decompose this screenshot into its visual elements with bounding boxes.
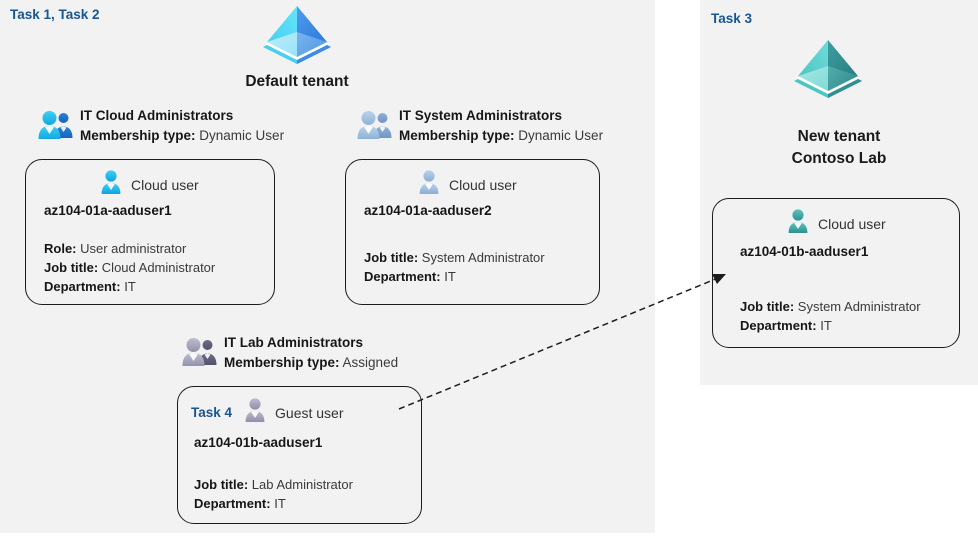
property-department: Department: IT xyxy=(44,277,215,296)
user-properties: Job title: System Administrator Departme… xyxy=(364,248,545,286)
property-value: System Administrator xyxy=(421,250,545,265)
property-label: Job title: xyxy=(740,299,795,314)
property-value: Lab Administrator xyxy=(251,477,353,492)
group-membership-type: Membership type: Dynamic User xyxy=(80,126,284,146)
property-job-title: Job title: System Administrator xyxy=(740,297,921,316)
property-value: IT xyxy=(124,279,136,295)
group-membership-type: Membership type: Assigned xyxy=(224,353,398,373)
property-job-title: Job title: System Administrator xyxy=(364,248,545,267)
property-label: Job title: xyxy=(44,260,99,276)
property-department: Department: IT xyxy=(364,267,545,286)
user-properties: Job title: Lab Administrator Department:… xyxy=(194,475,353,513)
user-card-az104-01b-aaduser1-guest[interactable]: Task 4 Guest user az104-01b-aaduser1 Job… xyxy=(177,386,422,524)
group-membership-value: Assigned xyxy=(342,355,399,371)
property-label: Department: xyxy=(740,318,817,334)
property-department: Department: IT xyxy=(194,494,353,513)
property-value: User administrator xyxy=(80,241,187,256)
user-card-az104-01a-aaduser2[interactable]: Cloud user az104-01a-aaduser2 Job title:… xyxy=(345,159,600,305)
property-value: Cloud Administrator xyxy=(101,260,216,276)
property-role: Role: User administrator xyxy=(44,239,215,258)
property-value: IT xyxy=(274,496,286,512)
new-tenant-caption-line-2: Contoso Lab xyxy=(791,150,887,168)
group-membership-label: Membership type: xyxy=(80,128,196,144)
task-label-1-2: Task 1, Task 2 xyxy=(10,7,100,22)
group-users-icon xyxy=(357,110,393,145)
user-card-az104-01a-aaduser1[interactable]: Cloud user az104-01a-aaduser1 Role: User… xyxy=(25,159,275,305)
user-card-az104-01b-aaduser1-cloud[interactable]: Cloud user az104-01b-aaduser1 Job title:… xyxy=(712,198,960,348)
property-label: Job title: xyxy=(194,477,249,492)
card-header: Task 4 Guest user xyxy=(191,397,344,428)
property-label: Role: xyxy=(44,241,77,256)
group-name: IT Lab Administrators xyxy=(224,335,364,350)
cloud-user-icon xyxy=(416,169,442,200)
task-label-3: Task 3 xyxy=(711,11,753,26)
group-users-icon xyxy=(182,337,218,372)
property-label: Department: xyxy=(194,496,271,512)
user-type-label: Cloud user xyxy=(449,176,517,193)
property-job-title: Job title: Lab Administrator xyxy=(194,475,353,494)
group-name: IT Cloud Administrators xyxy=(80,108,234,123)
user-id: az104-01a-aaduser1 xyxy=(44,203,172,218)
new-tenant-caption: New tenant Contoso Lab xyxy=(710,126,968,171)
cloud-user-icon xyxy=(785,208,811,239)
card-header: Cloud user xyxy=(98,169,199,200)
group-users-icon xyxy=(38,110,74,145)
new-tenant-caption-line-1: New tenant xyxy=(797,128,881,145)
group-membership-type: Membership type: Dynamic User xyxy=(399,126,603,146)
group-name: IT System Administrators xyxy=(399,108,563,123)
default-tenant-icon xyxy=(259,2,335,73)
group-membership-value: Dynamic User xyxy=(518,128,604,144)
task-label-4: Task 4 xyxy=(191,405,233,420)
property-label: Job title: xyxy=(364,250,419,265)
card-header: Cloud user xyxy=(416,169,517,200)
card-header: Cloud user xyxy=(785,208,886,239)
user-id: az104-01b-aaduser1 xyxy=(194,435,323,450)
property-value: IT xyxy=(444,269,456,285)
user-id: az104-01a-aaduser2 xyxy=(364,203,492,218)
property-label: Department: xyxy=(364,269,441,285)
property-value: System Administrator xyxy=(797,299,921,314)
new-tenant-icon xyxy=(790,36,866,107)
user-properties: Role: User administrator Job title: Clou… xyxy=(44,239,215,297)
default-tenant-caption: Default tenant xyxy=(177,71,417,93)
user-type-label: Cloud user xyxy=(131,176,199,193)
user-type-label: Cloud user xyxy=(818,215,886,232)
user-id: az104-01b-aaduser1 xyxy=(740,244,869,259)
property-department: Department: IT xyxy=(740,316,921,335)
user-properties: Job title: System Administrator Departme… xyxy=(740,297,921,335)
property-job-title: Job title: Cloud Administrator xyxy=(44,258,215,277)
group-membership-label: Membership type: xyxy=(399,128,515,144)
guest-user-icon xyxy=(242,397,268,428)
cloud-user-icon xyxy=(98,169,124,200)
default-tenant-caption-line-1: Default tenant xyxy=(245,73,349,90)
group-membership-value: Dynamic User xyxy=(199,128,285,144)
property-value: IT xyxy=(820,318,832,334)
default-tenant-panel xyxy=(0,0,655,533)
group-membership-label: Membership type: xyxy=(224,355,340,371)
property-label: Department: xyxy=(44,279,121,295)
user-type-label: Guest user xyxy=(275,404,344,421)
